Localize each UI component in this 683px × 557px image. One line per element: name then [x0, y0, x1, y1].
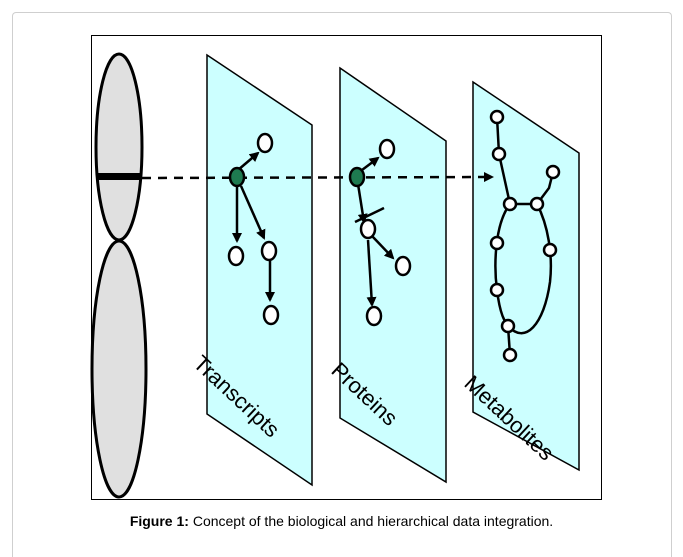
metabolite-node — [502, 347, 518, 363]
caption-text: Concept of the biological and hierarchic… — [192, 513, 554, 529]
metabolites-network — [489, 109, 561, 363]
protein-node — [394, 255, 412, 277]
metabolite-node — [489, 235, 505, 251]
page-frame — [12, 12, 672, 557]
metabolite-node — [529, 196, 545, 212]
chromosome-lower-arm — [90, 239, 148, 499]
metabolite-node — [489, 282, 505, 298]
transcript-node — [260, 240, 278, 262]
protein-node — [365, 305, 383, 327]
transcripts-network — [227, 132, 280, 326]
caption-label: Figure 1: — [129, 513, 189, 529]
metabolite-node — [502, 196, 518, 212]
chromosome — [90, 52, 148, 499]
protein-node — [378, 138, 396, 160]
proteins-panel — [339, 66, 447, 484]
metabolite-node — [500, 318, 516, 334]
metabolite-node — [489, 109, 505, 125]
transcripts-panel — [206, 53, 313, 487]
metabolite-node — [491, 146, 507, 162]
integration-arrow — [141, 172, 494, 183]
metabolite-node — [542, 242, 558, 258]
transcript-node — [262, 304, 280, 326]
transcript-node — [256, 132, 274, 154]
protein-node — [359, 218, 377, 240]
transcript-node — [227, 245, 245, 267]
transcript-node — [228, 166, 246, 188]
chromosome-upper-arm — [94, 52, 144, 242]
metabolite-node — [545, 164, 561, 180]
protein-node — [348, 166, 366, 188]
figure-caption: Figure 1: Concept of the biological and … — [0, 513, 683, 529]
integration-diagram: Transcripts Proteins Metabolites — [90, 52, 580, 499]
proteins-network — [348, 138, 412, 327]
chromosome-band — [96, 173, 142, 180]
